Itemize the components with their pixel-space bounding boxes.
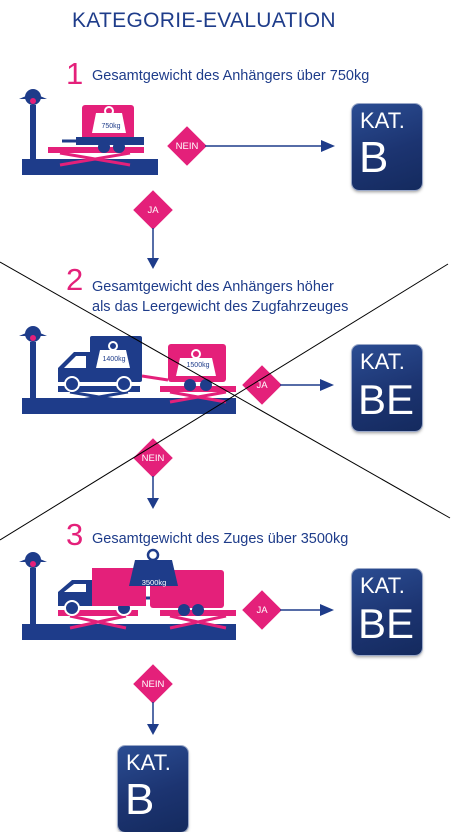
step-3-scale-combination-illustration	[19, 548, 236, 640]
step-3-nein-label: NEIN	[141, 679, 165, 690]
step-1-scale-trailer-illustration	[19, 89, 158, 175]
category-be-line1: KAT.	[360, 573, 405, 598]
step-1-nein-label: NEIN	[175, 141, 199, 152]
step-3-number: 3	[66, 517, 84, 552]
category-be-badge-step-3: KAT. BE	[352, 569, 422, 655]
step-2-nein-arrow	[147, 476, 159, 509]
step-1-weight-label: 750kg	[101, 123, 121, 130]
step-2-scale-vehicle-trailer-illustration	[19, 326, 236, 414]
page-title: KATEGORIE-EVALUATION	[72, 9, 336, 32]
step-2-ja-arrow	[280, 379, 334, 391]
step-2-question-line2: als das Leergewicht des Zugfahrzeuges	[92, 299, 349, 315]
category-be-line2: BE	[358, 600, 415, 647]
category-b-badge: KAT. B	[352, 104, 422, 190]
category-b-line2: B	[125, 775, 155, 824]
category-be-badge-step-2: KAT. BE	[352, 345, 422, 431]
step-2-vehicle-weight-label: 1400kg	[102, 356, 126, 363]
step-1-ja-arrow	[147, 228, 159, 269]
step-2-question-line1: Gesamtgewicht des Anhängers höher	[92, 279, 334, 295]
step-3-nein-arrow	[147, 702, 159, 735]
category-b-line2: B	[359, 133, 389, 182]
category-be-line1: KAT.	[360, 349, 405, 374]
category-b-line1: KAT.	[360, 108, 405, 133]
step-1-number: 1	[66, 56, 84, 91]
step-3-question: Gesamtgewicht des Zuges über 3500kg	[92, 531, 349, 547]
step-1-nein-arrow	[205, 140, 335, 152]
step-2-number: 2	[66, 262, 84, 297]
category-b-badge-bottom: KAT. B	[118, 746, 188, 832]
category-be-line2: BE	[358, 376, 415, 423]
step-3-weight-label: 3500kg	[141, 578, 167, 587]
step-1-ja-label: JA	[147, 205, 159, 216]
step-3-ja-label: JA	[256, 605, 268, 616]
step-2-cross-out	[0, 261, 451, 541]
step-3-ja-arrow	[280, 604, 334, 616]
step-2-ja-label: JA	[256, 380, 268, 391]
step-2-nein-label: NEIN	[141, 453, 165, 464]
step-1-question: Gesamtgewicht des Anhängers über 750kg	[92, 68, 370, 84]
category-b-line1: KAT.	[126, 750, 171, 775]
step-2-trailer-weight-label: 1500kg	[186, 362, 210, 369]
